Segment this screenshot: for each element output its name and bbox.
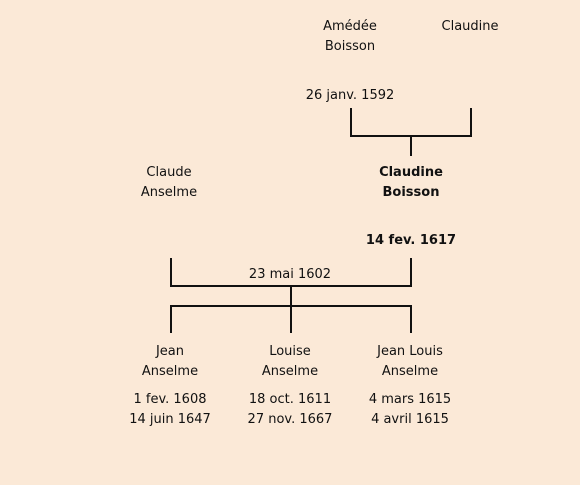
person-first-name: Claudine <box>379 165 443 180</box>
person-death-date: 4 avril 1615 <box>371 412 449 427</box>
person-claudine: Claudine <box>420 17 520 37</box>
person-last-name: Anselme <box>261 364 319 379</box>
person-first-name: Amédée <box>323 19 377 34</box>
person-last-name: Anselme <box>381 364 439 379</box>
claudine-boisson-death-date: 14 fev. 1617 <box>365 233 457 248</box>
person-birth-date: 1 fev. 1608 <box>133 392 207 407</box>
person-amedee-boisson: Amédée Boisson <box>300 17 400 57</box>
person-last-name: Boisson <box>382 185 440 200</box>
person-jean-louis-anselme: Jean Louis Anselme 4 mars 1615 4 avril 1… <box>350 342 470 430</box>
person-first-name: Louise <box>269 344 311 359</box>
person-birth-date: 4 mars 1615 <box>368 392 452 407</box>
person-first-name: Claude <box>146 165 192 180</box>
person-last-name: Anselme <box>141 364 199 379</box>
person-louise-anselme: Louise Anselme 18 oct. 1611 27 nov. 1667 <box>230 342 350 430</box>
person-first-name: Claudine <box>441 19 499 34</box>
person-jean-anselme: Jean Anselme 1 fev. 1608 14 juin 1647 <box>110 342 230 430</box>
person-last-name: Boisson <box>324 39 376 54</box>
person-last-name: Anselme <box>140 185 198 200</box>
person-first-name: Jean Louis <box>377 344 443 359</box>
person-claude-anselme: Claude Anselme <box>119 163 219 203</box>
person-death-date: 27 nov. 1667 <box>247 412 333 427</box>
person-birth-date: 18 oct. 1611 <box>248 392 332 407</box>
person-first-name: Jean <box>155 344 185 359</box>
person-claudine-boisson: Claudine Boisson <box>361 163 461 203</box>
person-death-date: 14 juin 1647 <box>129 412 211 427</box>
parents-marriage-date: 23 mai 1602 <box>248 267 332 282</box>
grandparents-marriage-date: 26 janv. 1592 <box>305 88 395 103</box>
